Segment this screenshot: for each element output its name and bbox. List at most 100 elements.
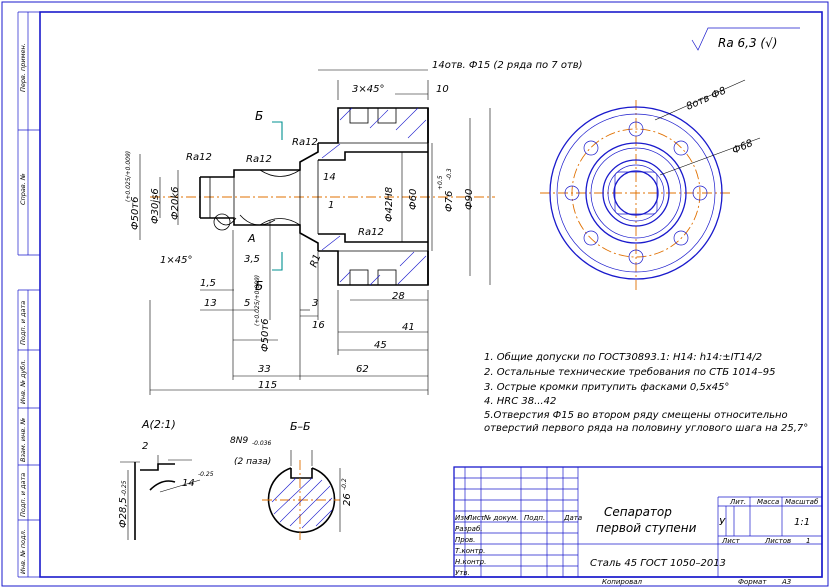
dim-30js6: Ф30js6: [150, 188, 161, 224]
detail-a-dia: Ф28,5: [118, 497, 129, 528]
section-hatching: [321, 107, 427, 286]
inner-frame: [39, 11, 823, 578]
roughness-ra12-b: Ra12: [186, 152, 212, 163]
stamp-podp-data-1: Подп. и дата: [19, 301, 27, 345]
dim-76-tol-dn: -0.3: [446, 168, 453, 180]
section-b-bottom: Б: [255, 279, 263, 293]
note-1: 1. Общие допуски по ГОСТ30893.1: Н14: h1…: [484, 351, 762, 363]
dim-10: 10: [436, 84, 449, 95]
title-block: [453, 466, 823, 578]
tb-material: Сталь 45 ГОСТ 1050–2013: [590, 558, 726, 569]
detail-a-dim-14-tol: -0.25: [198, 471, 214, 478]
dim-3: 3: [312, 298, 318, 309]
tb-row-razrab: Разраб.: [455, 525, 483, 533]
note-2: 2. Остальные технические требования по С…: [484, 366, 775, 378]
section-bb-depth-tol: -0.2: [341, 478, 348, 490]
detail-a-dia-tol: -0.25: [121, 480, 128, 496]
end-view: [540, 79, 761, 290]
dimension-lines: [139, 69, 491, 395]
dim-3-5: 3,5: [244, 254, 260, 265]
stamp-perv-primen: Перв. примен.: [19, 43, 27, 92]
tb-lit-value: У: [719, 517, 726, 528]
section-bb-key: 8N9: [230, 436, 248, 446]
tb-format: Формат: [738, 578, 767, 586]
tb-row-tkontr: Т.контр.: [455, 547, 485, 555]
stamp-sprav: Справ. №: [19, 173, 27, 205]
tb-listov-label: Листов: [764, 537, 791, 545]
dim-28: 28: [392, 291, 405, 302]
section-bb: [262, 450, 341, 540]
dim-1: 1: [328, 200, 334, 211]
tb-head-podp: Подп.: [524, 514, 545, 522]
detail-a: [120, 455, 201, 540]
tb-head-doc: № докум.: [483, 514, 519, 522]
dim-14: 14: [323, 172, 336, 183]
tb-masshtab: Масштаб: [785, 498, 819, 506]
stamp-inv-dubl: Инв. № дубл.: [19, 360, 27, 404]
tb-row-utv: Утв.: [455, 569, 470, 577]
roughness-ra12-c: Ra12: [246, 154, 272, 165]
stamp-inv-podl: Инв. № подл.: [19, 529, 27, 574]
dim-50m6-tol: (+0.025/+0.009): [125, 151, 132, 202]
stamp-vzam-inv: Взам. инв. №: [19, 418, 27, 462]
section-cut-markers: Б Б А: [247, 109, 283, 293]
tb-masshtab-value: 1:1: [794, 517, 810, 528]
tb-row-prov: Пров.: [455, 536, 475, 544]
view-a-label: А: [247, 232, 256, 245]
tb-head-data: Дата: [563, 514, 582, 522]
holes-note: 14отв. Ф15 (2 ряда по 7 отв): [432, 60, 583, 71]
main-view: [150, 107, 495, 286]
dim-1-5: 1,5: [200, 278, 216, 289]
dim-60: Ф60: [408, 189, 419, 210]
section-bb-depth: 26: [342, 493, 353, 506]
stamp-podp-data-2: Подп. и дата: [19, 473, 27, 517]
dim-50m6: Ф50т6: [130, 196, 141, 230]
section-b-top: Б: [255, 109, 263, 123]
section-bb-key-tol: -0.036: [252, 440, 272, 447]
tb-name-line2: первой ступени: [596, 521, 697, 535]
dim-41: 41: [402, 322, 415, 333]
note-6: отверстий первого ряда на половину углов…: [484, 423, 808, 434]
tb-format-value: А3: [781, 578, 791, 586]
dim-115: 115: [258, 380, 277, 391]
dim-76: Ф76: [444, 191, 455, 212]
dim-50m6-b: Ф50т6: [260, 318, 271, 352]
note-3: 3. Острые кромки притупить фасками 0,5х4…: [484, 382, 729, 393]
section-bb-note: (2 паза): [234, 457, 271, 467]
dim-chamfer-3x45: 3×45°: [352, 84, 384, 95]
dim-chamfer-1x45: 1×45°: [160, 255, 192, 266]
dim-16: 16: [312, 320, 325, 331]
tb-row-nkontr: Н.контр.: [455, 558, 486, 566]
note-5: 5.Отверстия Ф15 во втором ряду смещены о…: [484, 410, 788, 421]
tb-name-line1: Сепаратор: [604, 505, 672, 519]
detail-a-dim-14: 14: [182, 478, 195, 489]
section-bb-title: Б–Б: [290, 420, 311, 433]
dim-62: 62: [356, 364, 369, 375]
tb-lit: Лит.: [729, 498, 746, 506]
dim-90: Ф90: [464, 189, 475, 210]
detail-a-dim-2: 2: [142, 441, 148, 452]
dim-20k6: Ф20k6: [170, 187, 181, 221]
dim-50m6-b-tol: (+0.025/+0.009): [254, 275, 261, 326]
tb-kopiroval: Копировал: [602, 578, 643, 586]
tb-massa: Масса: [757, 498, 779, 506]
dim-76-tol-up: +0.5: [437, 175, 444, 190]
side-stamp: [17, 11, 40, 578]
dim-33: 33: [258, 364, 271, 375]
dim-5: 5: [244, 298, 250, 309]
flange-holes-label: 8отв Ф8: [685, 85, 728, 112]
general-roughness-symbol: Ra 6,3 (√): [691, 27, 800, 51]
tb-head-izm: Изм: [455, 514, 470, 522]
note-4: 4. НRC 38...42: [484, 396, 556, 407]
technical-notes: 1. Общие допуски по ГОСТ30893.1: Н14: h1…: [484, 351, 808, 434]
tb-listov-value: 1: [806, 537, 810, 545]
dim-45: 45: [374, 340, 387, 351]
flange-pcd-label: Ф68: [731, 138, 755, 157]
general-roughness-text: Ra 6,3 (√): [718, 36, 777, 50]
roughness-ra12-a: Ra12: [292, 137, 318, 148]
dim-r1: R1: [308, 253, 323, 269]
dim-13: 13: [204, 298, 217, 309]
tb-list-label: Лист: [721, 537, 741, 545]
tb-head-list: Лист: [466, 514, 486, 522]
